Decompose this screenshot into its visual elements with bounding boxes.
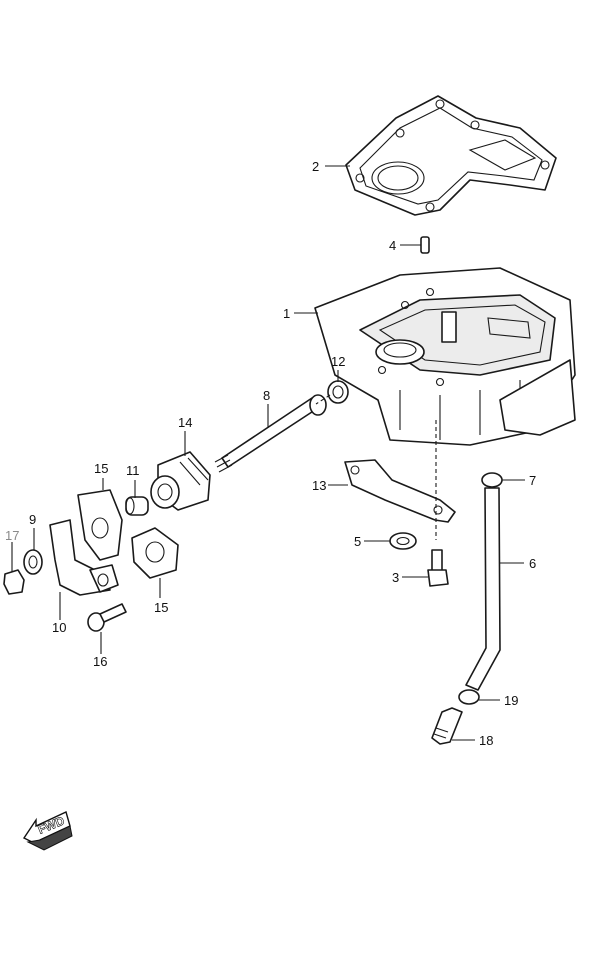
callout-4: 4 — [389, 238, 396, 253]
part-1-engine-holder[interactable] — [314, 267, 576, 446]
callout-9: 9 — [29, 512, 36, 527]
part-6-hose[interactable] — [465, 487, 501, 691]
part-12-washer[interactable] — [327, 380, 349, 404]
callout-10: 10 — [52, 620, 66, 635]
part-7-clamp[interactable] — [481, 472, 503, 488]
callout-5: 5 — [354, 534, 361, 549]
leader-lines — [11, 165, 525, 741]
part-9-washer[interactable] — [23, 549, 43, 575]
callout-15-upper: 15 — [94, 461, 108, 476]
part-8-bolt[interactable] — [214, 394, 327, 473]
part-19-clamp[interactable] — [458, 689, 480, 705]
callout-13: 13 — [312, 478, 326, 493]
part-4-dowel-pin[interactable] — [420, 236, 430, 254]
callout-14: 14 — [178, 415, 192, 430]
callout-12: 12 — [331, 354, 345, 369]
callout-15-lower: 15 — [154, 600, 168, 615]
part-11-collar[interactable] — [125, 496, 149, 516]
part-16-bolt[interactable] — [87, 603, 127, 632]
part-18-fitting[interactable] — [431, 707, 463, 745]
part-10-bracket[interactable] — [49, 519, 119, 596]
callout-18: 18 — [479, 733, 493, 748]
callout-3: 3 — [392, 570, 399, 585]
callout-6: 6 — [529, 556, 536, 571]
part-17-nut[interactable] — [3, 569, 25, 595]
callout-16: 16 — [93, 654, 107, 669]
callout-11: 11 — [126, 463, 140, 478]
fwd-arrow-icon — [22, 811, 73, 851]
part-5-washer[interactable] — [389, 532, 417, 550]
part-14-grommet[interactable] — [150, 451, 211, 511]
part-2-gasket[interactable] — [345, 95, 557, 216]
callout-2: 2 — [312, 159, 319, 174]
part-15-plate-lower[interactable] — [131, 527, 179, 579]
part-13-bracket-plate[interactable] — [344, 459, 456, 523]
part-15-plate-upper[interactable] — [77, 489, 123, 561]
callout-1: 1 — [283, 306, 290, 321]
part-3-bolt[interactable] — [427, 549, 449, 587]
callout-8: 8 — [263, 388, 270, 403]
callout-7: 7 — [529, 473, 536, 488]
callout-19: 19 — [504, 693, 518, 708]
callout-17: 17 — [5, 528, 19, 543]
